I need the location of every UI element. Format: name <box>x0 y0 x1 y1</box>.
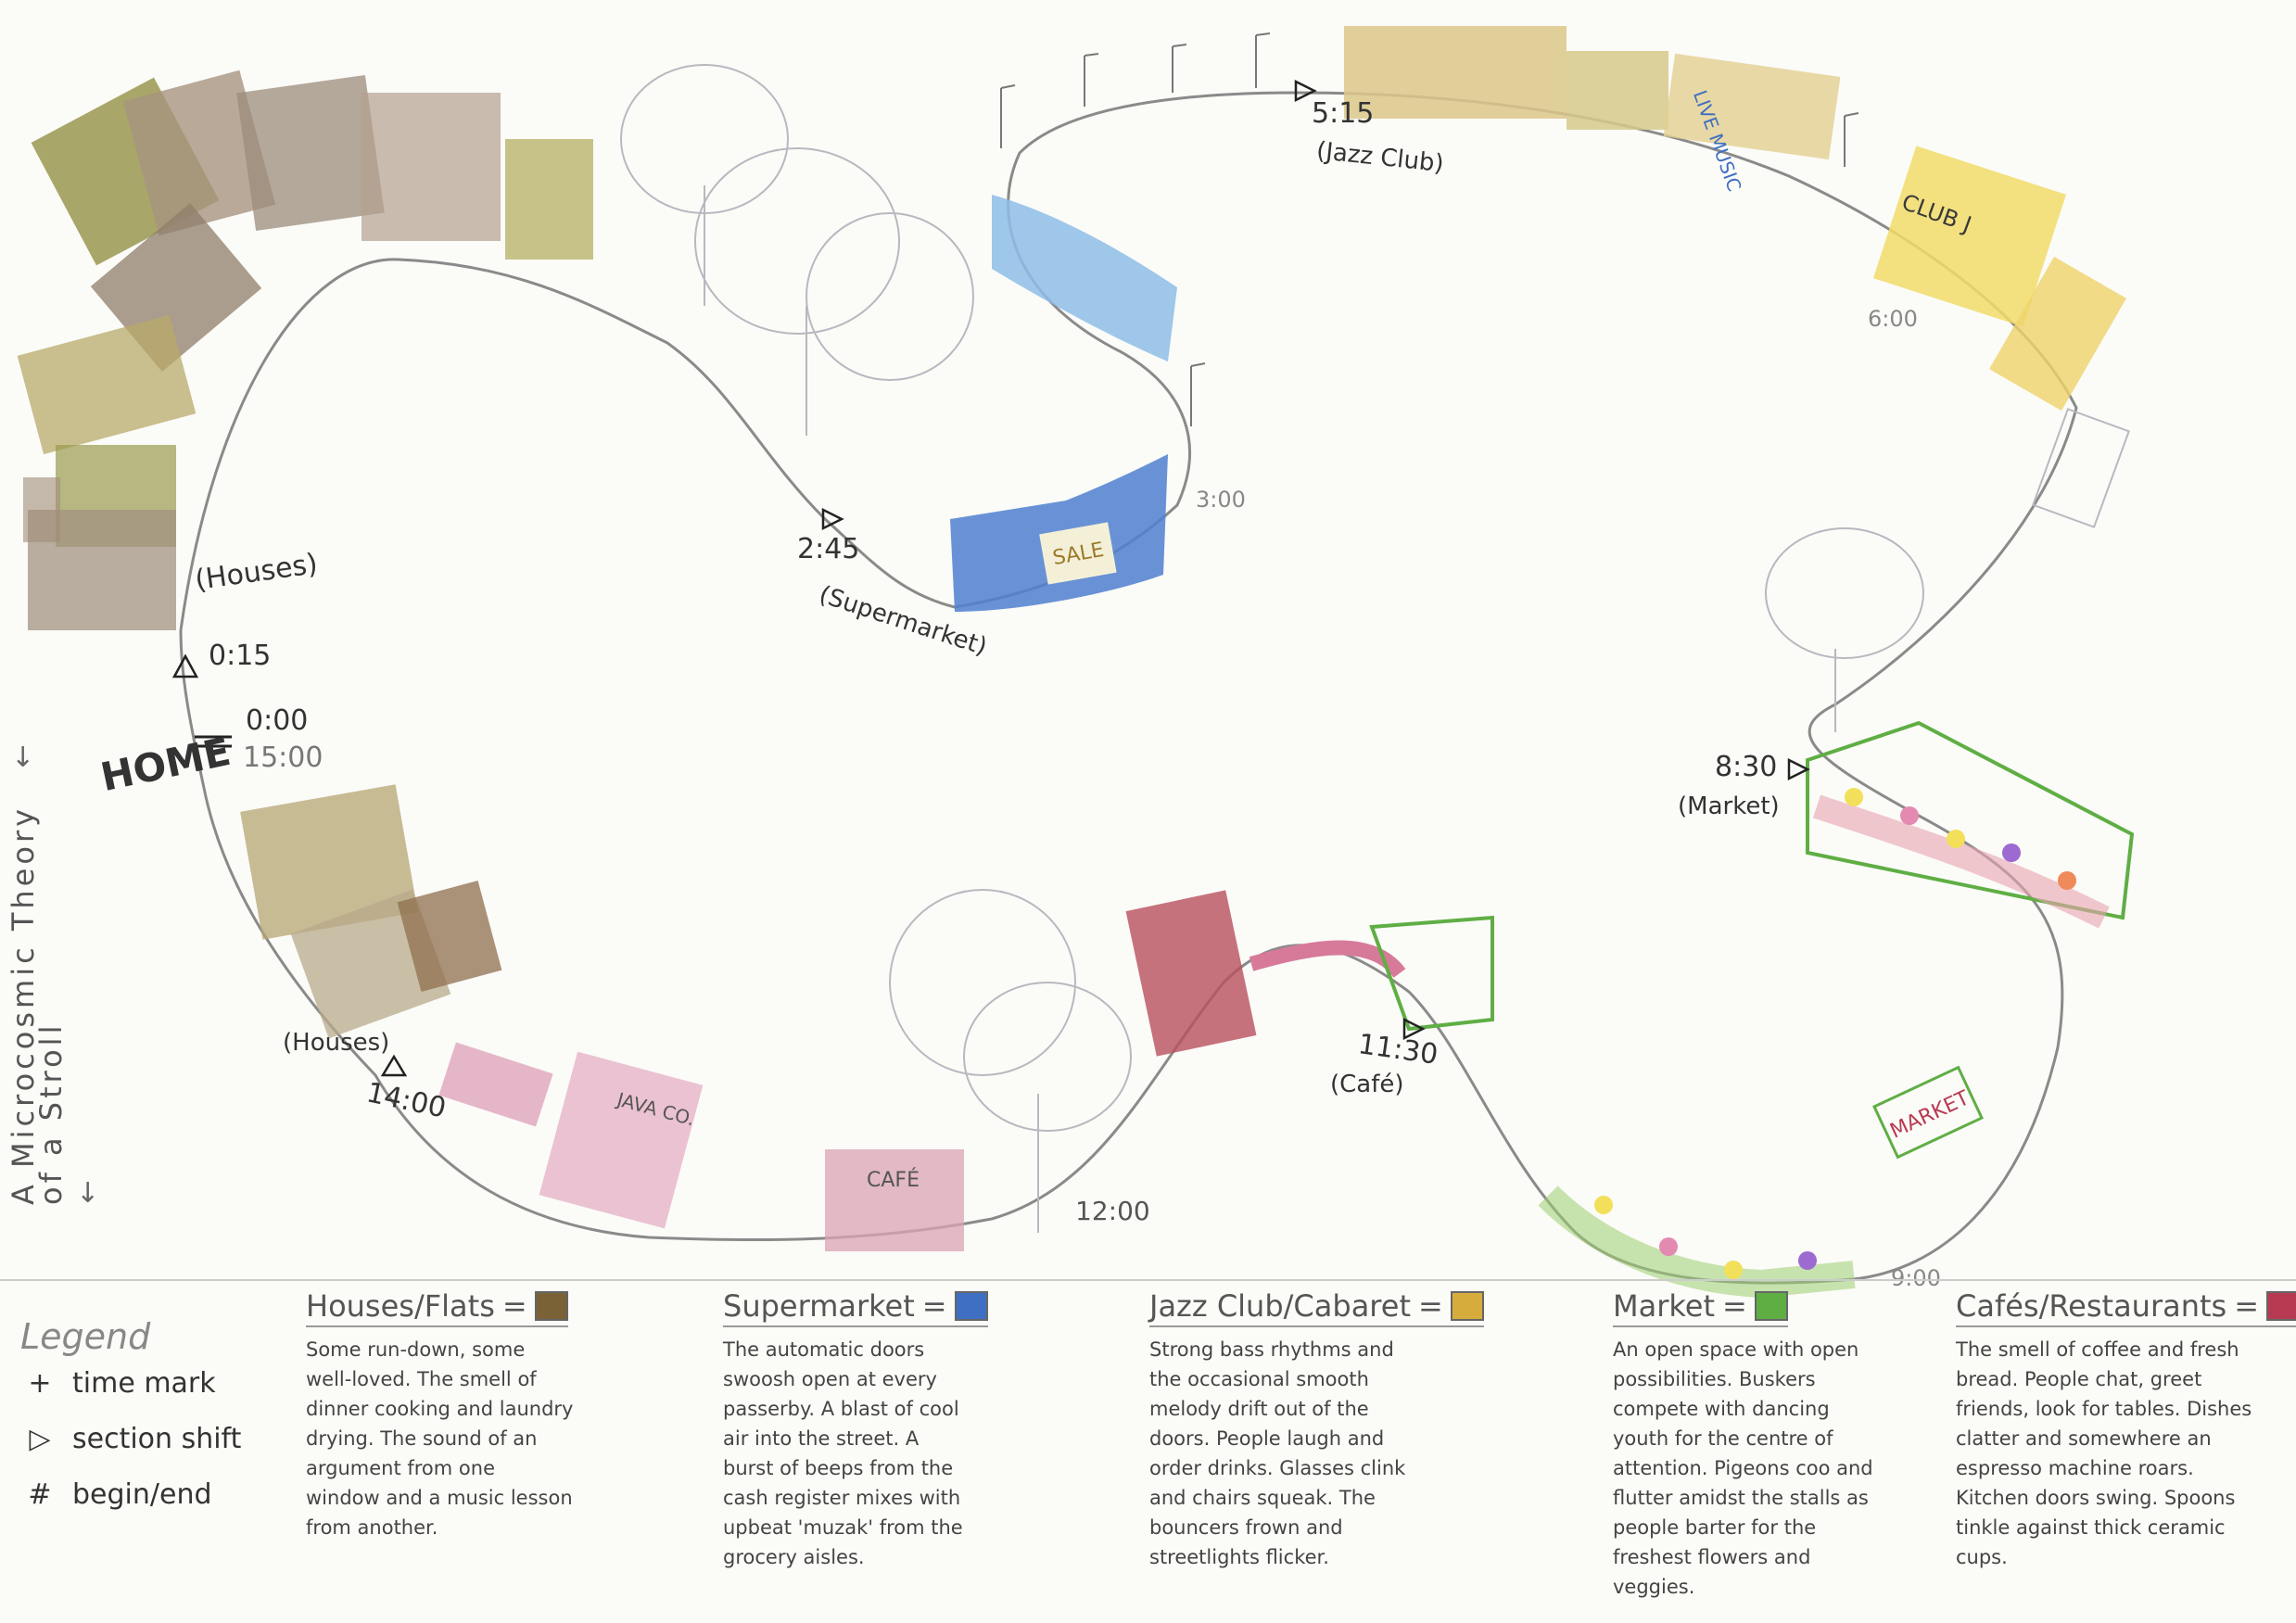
legend-key-time-mark: + time mark <box>20 1367 216 1400</box>
streetlights <box>1000 32 1859 426</box>
legend-category-jazz: Jazz Club/Cabaret = Strong bass rhythms … <box>1149 1288 1557 1572</box>
category-name: Market <box>1613 1288 1715 1324</box>
time-0900: 9:00 <box>1891 1265 1941 1291</box>
legend-key-begin-end: # begin/end <box>20 1478 212 1511</box>
stroll-title: A Microcosmic Theory of a Stroll ↓ ↓ <box>0 742 102 1233</box>
legend: Legend + time mark ▷ section shift # beg… <box>0 1279 2296 1623</box>
houses-color-swatch <box>534 1291 568 1321</box>
legend-divider <box>0 1279 2296 1281</box>
time-0300: 3:00 <box>1196 487 1246 513</box>
legend-category-houses: Houses/Flats = Some run-down, some well-… <box>306 1288 714 1542</box>
time-0830: 8:30 <box>1715 751 1778 783</box>
category-description: The smell of coffee and fresh bread. Peo… <box>1956 1338 2252 1568</box>
time-0600: 6:00 <box>1868 306 1918 332</box>
time-1200: 12:00 <box>1075 1196 1150 1226</box>
title-text: A Microcosmic Theory of a Stroll <box>6 805 69 1205</box>
jazz-color-swatch <box>1450 1291 1484 1321</box>
cafe-sign: CAFÉ <box>867 1168 920 1192</box>
market-stalls-bottom <box>1538 1186 1856 1299</box>
category-name: Jazz Club/Cabaret <box>1149 1288 1411 1324</box>
park-trees-right <box>1765 408 2130 732</box>
legend-key-label: begin/end <box>72 1478 212 1511</box>
supermarket-buildings: SALE <box>950 195 1177 612</box>
title-arrow-left: ↓ <box>11 742 35 774</box>
legend-category-cafes: Cafés/Restaurants = The smell of coffee … <box>1956 1288 2296 1572</box>
park-trees-bottom <box>889 889 1132 1233</box>
houses-bottom-cluster <box>240 784 502 1039</box>
time-1500: 15:00 <box>243 742 323 774</box>
market-structure: MARKET <box>1806 720 2135 1160</box>
section-shift-markers <box>171 79 1810 1077</box>
category-description: The automatic doors swoosh open at every… <box>723 1338 963 1568</box>
houses-top-cluster <box>17 70 593 630</box>
legend-category-supermarket: Supermarket = The automatic doors swoosh… <box>723 1288 1131 1572</box>
jazz-club-buildings: LIVE MUSIC CLUB J <box>1344 26 2126 412</box>
time-0245: 2:45 <box>797 533 860 565</box>
category-name: Supermarket <box>723 1288 915 1324</box>
place-market: (Market) <box>1678 792 1780 820</box>
time-0015: 0:15 <box>209 640 272 672</box>
category-name: Cafés/Restaurants <box>1956 1288 2227 1324</box>
legend-key-label: time mark <box>72 1367 216 1400</box>
market-color-swatch <box>1754 1291 1788 1321</box>
place-cafe: (Café) <box>1330 1071 1404 1098</box>
category-description: Some run-down, some well-loved. The smel… <box>306 1338 574 1539</box>
cafes-color-swatch <box>2266 1291 2296 1321</box>
legend-key-section-shift: ▷ section shift <box>20 1423 241 1455</box>
time-0000: 0:00 <box>246 704 309 737</box>
park-trees-top <box>620 64 974 436</box>
begin-end-marker <box>195 735 232 748</box>
time-0515: 5:15 <box>1312 97 1375 130</box>
category-name: Houses/Flats <box>306 1288 495 1324</box>
legend-key-label: section shift <box>72 1423 242 1455</box>
section-shift-icon: ▷ <box>29 1423 51 1455</box>
legend-title: Legend <box>20 1316 151 1357</box>
legend-category-market: Market = An open space with open possibi… <box>1613 1288 2021 1602</box>
title-arrow-right: ↓ <box>76 1177 100 1210</box>
category-description: An open space with open possibilities. B… <box>1613 1338 1873 1598</box>
cafe-buildings: CAFÉ JAVA CO. <box>438 890 1494 1251</box>
begin-end-icon: # <box>28 1478 52 1511</box>
time-mark-icon: + <box>28 1367 52 1400</box>
place-houses-bottom: (Houses) <box>283 1029 390 1057</box>
category-description: Strong bass rhythms and the occasional s… <box>1149 1338 1406 1568</box>
supermarket-color-swatch <box>954 1291 988 1321</box>
